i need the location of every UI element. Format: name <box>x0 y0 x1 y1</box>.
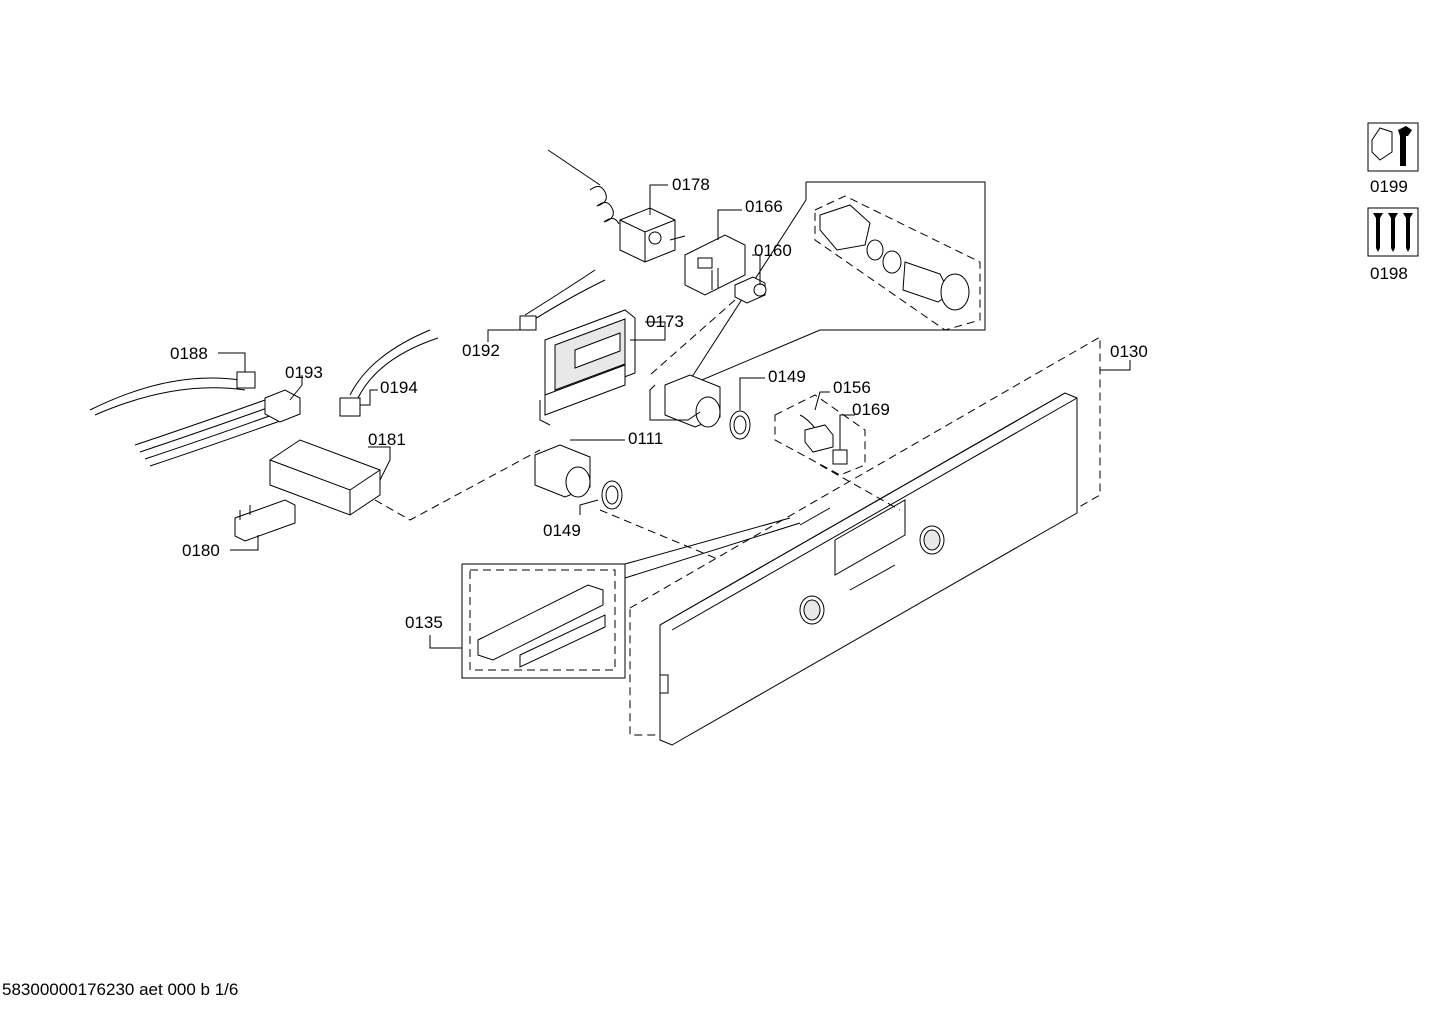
part-0180-clip[interactable]: 0180 <box>182 499 296 560</box>
label-0149-lower: 0149 <box>543 521 581 540</box>
knob-detail-parts <box>819 204 970 311</box>
legend-item-0199[interactable]: 0199 <box>1367 122 1419 196</box>
label-0160: 0160 <box>754 241 792 260</box>
part-0169-connector[interactable]: 0169 <box>832 400 890 465</box>
label-0188: 0188 <box>170 344 208 363</box>
part-0166-bracket[interactable]: 0166 <box>684 197 783 296</box>
part-0193-connector-block[interactable]: 0193 <box>134 363 323 467</box>
label-0156: 0156 <box>833 378 871 397</box>
part-0149-ring-upper[interactable]: 0149 <box>729 367 806 440</box>
label-0135: 0135 <box>405 613 443 632</box>
part-0160-lamp[interactable]: 0160 <box>649 241 792 376</box>
label-0178: 0178 <box>672 175 710 194</box>
part-0135-keypad-detail[interactable]: 0135 <box>405 517 801 679</box>
knob-detail-box <box>689 181 986 386</box>
legend-item-0198[interactable]: 0198 <box>1367 207 1419 283</box>
label-0130: 0130 <box>1110 342 1148 361</box>
wrench-nut-icon <box>1367 122 1419 172</box>
part-0156-sensor-board[interactable]: 0156 <box>774 378 871 476</box>
legend-label-0198: 0198 <box>1370 264 1408 283</box>
part-0111-selector-switch[interactable]: 0111 <box>534 374 721 561</box>
label-0180: 0180 <box>182 541 220 560</box>
part-0130-control-panel[interactable]: 0130 <box>629 336 1148 746</box>
part-0178-thermostat[interactable]: 0178 <box>547 149 710 263</box>
legend-label-0199: 0199 <box>1370 177 1408 196</box>
part-0173-control-module[interactable]: 0173 <box>539 309 684 426</box>
label-0166: 0166 <box>745 197 783 216</box>
part-0181-terminal-block[interactable]: 0181 <box>269 430 541 521</box>
label-0149-upper: 0149 <box>768 367 806 386</box>
part-0192-wire-harness[interactable]: 0192 <box>462 269 606 360</box>
label-0111: 0111 <box>628 429 663 448</box>
part-0188-connector[interactable]: 0188 <box>89 344 256 416</box>
part-0149-ring-lower[interactable]: 0149 <box>543 480 623 540</box>
label-0194: 0194 <box>380 378 418 397</box>
label-0181: 0181 <box>368 430 406 449</box>
label-0169: 0169 <box>852 400 890 419</box>
label-0193: 0193 <box>285 363 323 382</box>
screws-icon <box>1367 207 1419 257</box>
part-0194-connector[interactable]: 0194 <box>339 329 439 417</box>
label-0173: 0173 <box>646 312 684 331</box>
label-0192: 0192 <box>462 341 500 360</box>
document-footer: 58300000176230 aet 000 b 1/6 <box>2 980 239 999</box>
